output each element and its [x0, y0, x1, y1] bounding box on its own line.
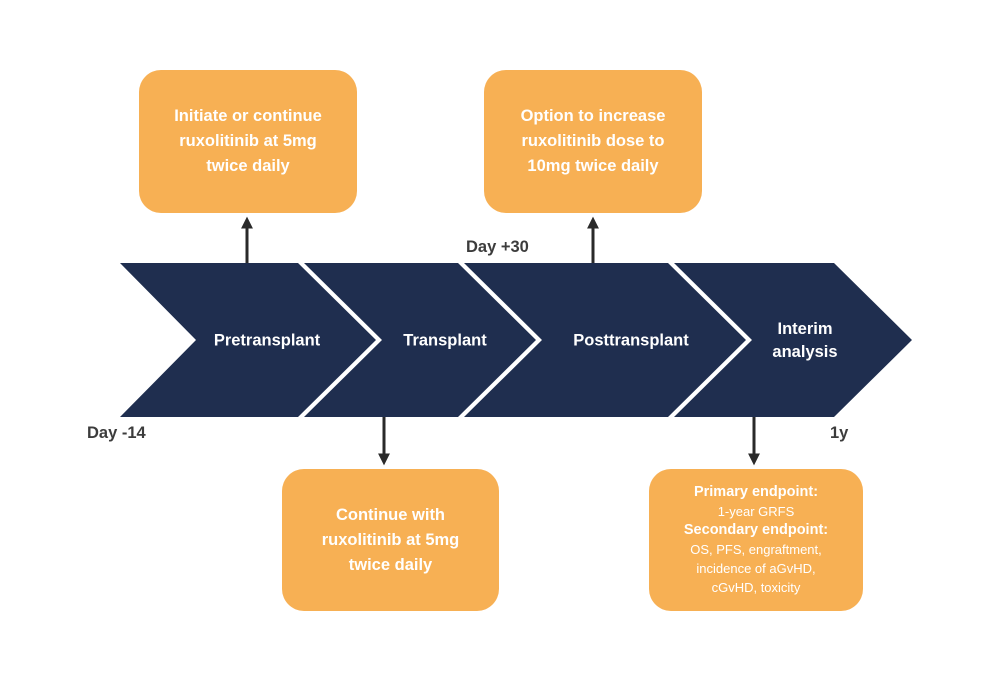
- box-line: ruxolitinib at 5mg: [179, 132, 317, 150]
- box-line: ruxolitinib dose to: [521, 132, 665, 150]
- primary-endpoint-heading: Primary endpoint:: [693, 484, 819, 500]
- endpoints-box: Primary endpoint: 1-year GRFS Secondary …: [649, 469, 863, 611]
- primary-endpoint-text: 1-year GRFS: [717, 504, 795, 519]
- stage-label-interim-analysis: Interim analysis: [772, 318, 837, 364]
- secondary-endpoint-heading: Secondary endpoint:: [683, 522, 829, 538]
- stage-label-line: Interim: [777, 320, 833, 338]
- secondary-endpoint-text: OS, PFS, engraftment,: [690, 542, 822, 557]
- stage-label-transplant: Transplant: [403, 330, 486, 353]
- box-line: Initiate or continue: [174, 107, 322, 125]
- box-line: Continue with: [335, 505, 446, 524]
- chevron-posttransplant: [464, 263, 746, 417]
- chevron-interim-analysis: [674, 263, 912, 417]
- secondary-endpoint-text: incidence of aGvHD,: [696, 561, 816, 576]
- stage-label-line: Pretransplant: [213, 331, 321, 350]
- initiate-box: Initiate or continue ruxolitinib at 5mg …: [139, 70, 357, 213]
- chevron-pretransplant: [120, 263, 376, 417]
- day-label-mid: Day +30: [466, 238, 529, 256]
- stage-label-line: analysis: [772, 343, 838, 361]
- stage-label-pretransplant: Pretransplant: [214, 330, 320, 353]
- day-label-end: 1y: [830, 424, 849, 442]
- stage-label-posttransplant: Posttransplant: [573, 330, 689, 353]
- continue-box: Continue with ruxolitinib at 5mg twice d…: [282, 469, 499, 611]
- stage-label-line: Transplant: [403, 331, 487, 350]
- box-line: ruxolitinib at 5mg: [321, 530, 460, 549]
- option-increase-box: Option to increase ruxolitinib dose to 1…: [484, 70, 702, 213]
- box-line: twice daily: [206, 157, 290, 175]
- day-label-start: Day -14: [87, 424, 146, 442]
- secondary-endpoint-text: cGvHD, toxicity: [711, 580, 801, 595]
- chevron-transplant: [304, 263, 536, 417]
- box-line: twice daily: [348, 555, 433, 574]
- stage-label-line: Posttransplant: [573, 331, 689, 350]
- box-line: 10mg twice daily: [527, 157, 659, 175]
- box-line: Option to increase: [520, 107, 666, 125]
